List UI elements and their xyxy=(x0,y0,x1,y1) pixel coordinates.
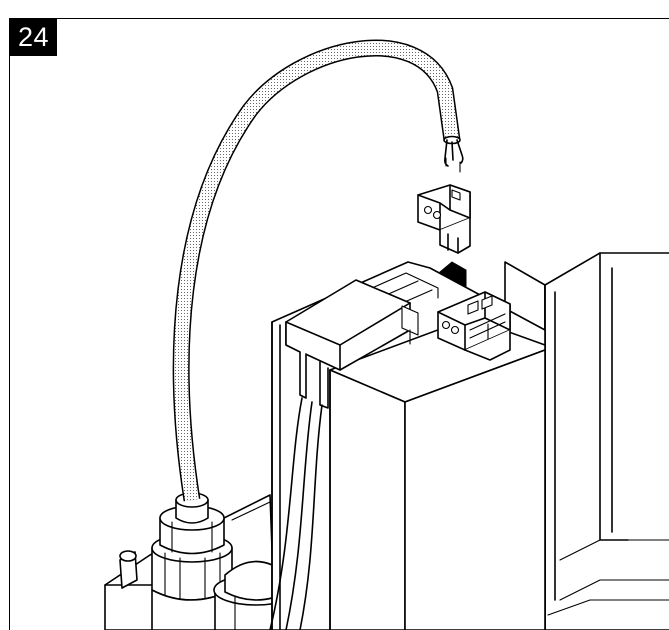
internal-cables xyxy=(269,397,323,630)
cable-icon xyxy=(172,39,464,502)
cable-cap xyxy=(285,279,419,409)
step-number-badge: 24 xyxy=(10,19,57,56)
connector-plug-icon xyxy=(417,184,471,254)
cable-gland-icon xyxy=(151,492,233,630)
terminal-block-icon xyxy=(437,291,511,361)
